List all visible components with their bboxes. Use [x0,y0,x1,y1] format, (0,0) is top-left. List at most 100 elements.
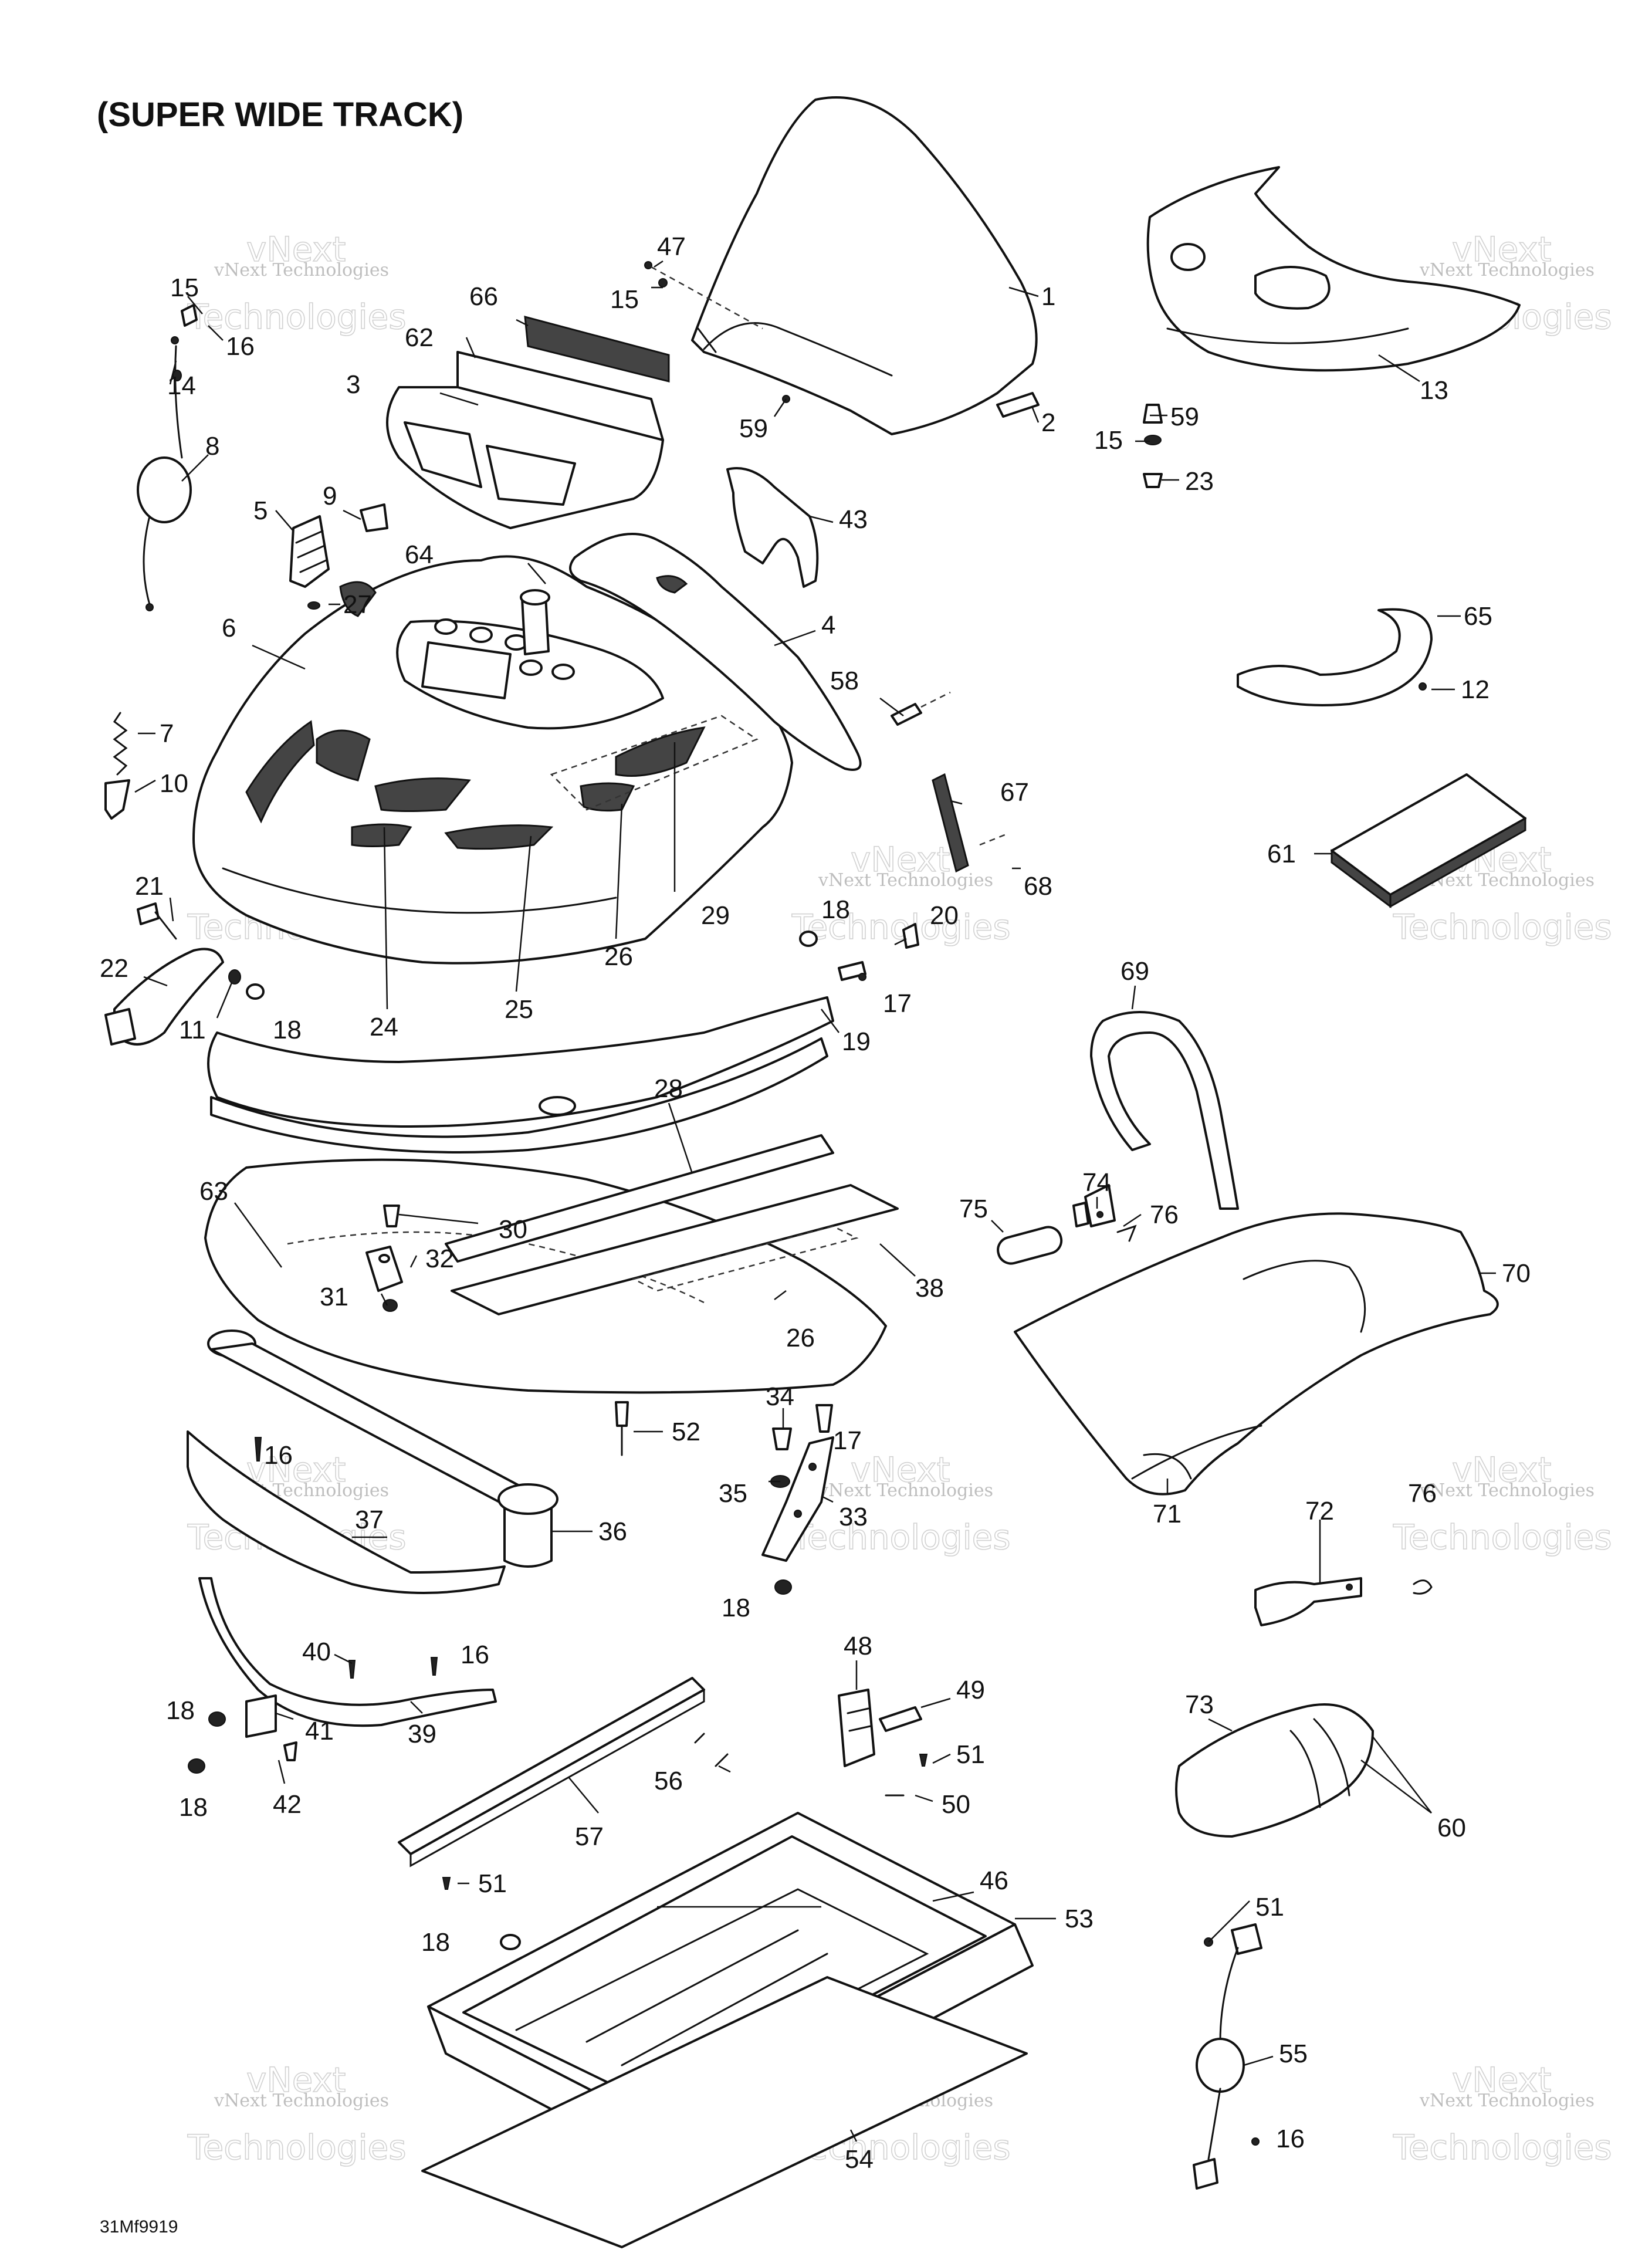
callout-49[interactable]: 49 [956,1676,985,1704]
callout-25[interactable]: 25 [505,995,533,1024]
callout-23[interactable]: 23 [1185,467,1214,496]
callout-58[interactable]: 58 [830,667,859,695]
callout-67[interactable]: 67 [1000,778,1029,807]
callout-48[interactable]: 48 [844,1632,872,1660]
callout-69[interactable]: 69 [1120,957,1149,986]
callout-29[interactable]: 29 [701,901,730,930]
callout-63[interactable]: 63 [199,1177,228,1206]
callout-54[interactable]: 54 [845,2145,874,2174]
callout-15-stud[interactable]: 15 [1094,426,1123,455]
part-rail-28 [445,1134,834,1263]
callout-17-bracket[interactable]: 17 [833,1426,862,1455]
callout-18-bin[interactable]: 18 [421,1928,450,1957]
callout-59-windshield[interactable]: 59 [739,414,768,443]
callout-68[interactable]: 68 [1024,872,1052,901]
part-screw-76a [1116,1224,1137,1242]
callout-65[interactable]: 65 [1464,602,1492,631]
leader-lines [134,260,1496,2142]
callout-22[interactable]: 22 [100,954,128,983]
callout-16-top-left[interactable]: 16 [226,332,255,361]
callout-66[interactable]: 66 [469,282,498,311]
callout-26-plate[interactable]: 26 [786,1324,815,1352]
callout-71[interactable]: 71 [1153,1500,1182,1528]
callout-50[interactable]: 50 [942,1790,970,1819]
callout-32[interactable]: 32 [425,1244,454,1273]
callout-19[interactable]: 19 [842,1027,871,1056]
callout-73[interactable]: 73 [1185,1690,1214,1719]
callout-75[interactable]: 75 [959,1195,988,1223]
callout-42[interactable]: 42 [273,1790,302,1819]
callout-74[interactable]: 74 [1082,1168,1111,1197]
part-vent [289,515,330,588]
callout-2[interactable]: 2 [1041,408,1055,437]
callout-34[interactable]: 34 [766,1382,794,1411]
callout-12[interactable]: 12 [1461,675,1489,704]
callout-59-stud[interactable]: 59 [1170,402,1199,431]
callout-43[interactable]: 43 [839,505,868,534]
callout-6[interactable]: 6 [222,614,236,642]
part-nut-18d [188,1758,205,1774]
callout-5[interactable]: 5 [253,496,268,525]
callout-33[interactable]: 33 [839,1503,868,1531]
callout-27[interactable]: 27 [343,590,372,619]
callout-51-latch[interactable]: 51 [956,1740,985,1769]
callout-51-rail[interactable]: 51 [478,1869,507,1898]
callout-41[interactable]: 41 [305,1717,334,1745]
callout-51-cable[interactable]: 51 [1255,1893,1284,1922]
callout-76-seat[interactable]: 76 [1150,1200,1179,1229]
callout-20[interactable]: 20 [930,901,959,930]
callout-18-lower-b[interactable]: 18 [179,1793,208,1822]
callout-55[interactable]: 55 [1279,2039,1308,2068]
callout-38[interactable]: 38 [915,1274,944,1303]
callout-35[interactable]: 35 [719,1479,747,1508]
callout-47[interactable]: 47 [657,232,686,261]
callout-72[interactable]: 72 [1305,1497,1334,1525]
callout-13[interactable]: 13 [1420,376,1448,405]
callout-46[interactable]: 46 [980,1866,1008,1895]
callout-62[interactable]: 62 [405,323,434,352]
callout-7[interactable]: 7 [160,719,174,748]
svg-text:Technologies: Technologies [187,2127,407,2167]
callout-18-right[interactable]: 18 [821,895,850,924]
callout-76-bracket[interactable]: 76 [1408,1479,1437,1508]
callout-52[interactable]: 52 [672,1418,700,1446]
callout-60[interactable]: 60 [1437,1814,1466,1842]
callout-70[interactable]: 70 [1502,1259,1531,1288]
callout-9[interactable]: 9 [323,482,337,510]
callout-36[interactable]: 36 [598,1517,627,1546]
svg-text:vNext: vNext [1452,1450,1551,1490]
callout-8[interactable]: 8 [205,432,219,461]
callout-16-support[interactable]: 16 [264,1441,293,1470]
callout-4[interactable]: 4 [821,611,835,640]
callout-3[interactable]: 3 [346,370,360,399]
callout-40[interactable]: 40 [302,1638,331,1666]
callout-18-bracket[interactable]: 18 [722,1594,750,1622]
callout-31[interactable]: 31 [320,1283,348,1311]
callout-28[interactable]: 28 [654,1074,683,1103]
drawing-code: 31Mf9919 [100,2217,178,2237]
callout-39[interactable]: 39 [408,1720,436,1748]
callout-17-hood[interactable]: 17 [883,989,912,1018]
callout-57[interactable]: 57 [575,1822,604,1851]
callout-26-hood[interactable]: 26 [604,942,633,971]
callout-15-windshield[interactable]: 15 [610,285,639,314]
callout-15-top-left[interactable]: 15 [170,273,199,302]
callout-56[interactable]: 56 [654,1767,683,1795]
callout-37[interactable]: 37 [355,1506,384,1534]
callout-24[interactable]: 24 [370,1013,398,1041]
callout-14[interactable]: 14 [167,371,196,400]
callout-11[interactable]: 11 [179,1016,206,1044]
callout-61[interactable]: 61 [1267,840,1296,868]
callout-64[interactable]: 64 [405,540,434,569]
callout-16-cable[interactable]: 16 [1276,2125,1305,2153]
callout-53[interactable]: 53 [1065,1904,1094,1933]
callout-18-hood[interactable]: 18 [273,1016,302,1044]
callout-18-lower-a[interactable]: 18 [166,1696,195,1725]
svg-text:vNext: vNext [851,1450,950,1490]
callout-1[interactable]: 1 [1041,282,1055,311]
callout-30[interactable]: 30 [499,1215,527,1244]
callout-10[interactable]: 10 [160,769,188,798]
callout-21[interactable]: 21 [135,872,164,901]
callout-16-bar[interactable]: 16 [461,1640,489,1669]
